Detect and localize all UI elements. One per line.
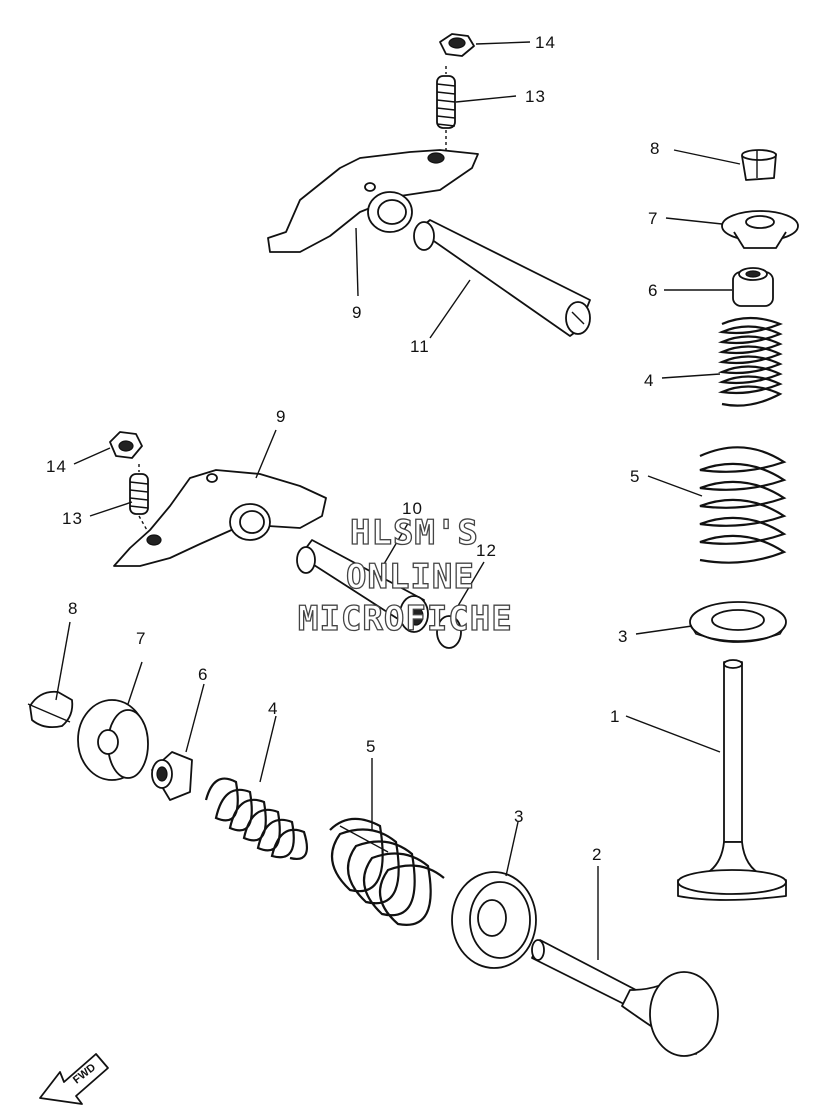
- nut-top: [439, 33, 475, 57]
- watermark-line-2: ONLINE: [345, 557, 475, 597]
- valve-seal-bottom: [151, 751, 193, 801]
- leader-lines: [55, 41, 741, 960]
- watermark-line-3: MICROFICHE: [297, 599, 513, 639]
- spring-seat-right: [689, 601, 787, 643]
- retainer-bottom: [77, 699, 149, 781]
- callout-8-bottom: 8: [68, 599, 79, 618]
- inner-spring-right: [717, 316, 783, 407]
- o-ring: [436, 615, 462, 649]
- callout-2: 2: [592, 845, 603, 864]
- inner-spring-bottom: [204, 777, 308, 861]
- callout-7-bottom: 7: [136, 629, 147, 648]
- cotter-bottom: [27, 690, 74, 729]
- spring-seat-bottom: [451, 871, 537, 969]
- cotter-right: [741, 149, 777, 181]
- watermark-line-1: HLSM'S: [349, 513, 479, 553]
- callout-11: 11: [410, 337, 430, 356]
- callout-13-mid: 13: [62, 509, 83, 528]
- fwd-arrow-icon: [39, 1053, 109, 1105]
- callout-13-top: 13: [525, 87, 546, 106]
- callout-3-right: 3: [618, 627, 629, 646]
- adjusting-screw-top: [436, 66, 456, 150]
- retainer-right: [721, 210, 799, 249]
- valve-seal-right: [732, 267, 774, 307]
- rocker-shaft-top: [413, 219, 591, 337]
- callout-8-right: 8: [650, 139, 661, 158]
- callout-7-right: 7: [648, 209, 659, 228]
- rocker-shaft-mid: [296, 539, 429, 633]
- rocker-arm-top: [267, 149, 479, 253]
- outer-spring-right: [699, 446, 787, 564]
- callout-14-top: 14: [535, 33, 556, 52]
- adjusting-screw-mid: [129, 464, 149, 533]
- valve-right: [677, 659, 787, 901]
- callout-9-top: 9: [352, 303, 363, 322]
- valve-bottom: [531, 939, 719, 1057]
- callout-9-mid: 9: [276, 407, 287, 426]
- nut-mid: [109, 431, 143, 459]
- rocker-arm-mid: [113, 469, 327, 567]
- callout-14-mid: 14: [46, 457, 67, 476]
- callout-5-right: 5: [630, 467, 641, 486]
- callout-3-bottom: 3: [514, 807, 525, 826]
- callout-6-bottom: 6: [198, 665, 209, 684]
- callout-6-right: 6: [648, 281, 659, 300]
- callout-5-bottom: 5: [366, 737, 377, 756]
- callout-4-right: 4: [644, 371, 655, 390]
- callout-4-bottom: 4: [268, 699, 279, 718]
- callout-12: 12: [476, 541, 497, 560]
- callout-10: 10: [402, 499, 423, 518]
- callout-1: 1: [610, 707, 621, 726]
- outer-spring-bottom: [329, 817, 445, 926]
